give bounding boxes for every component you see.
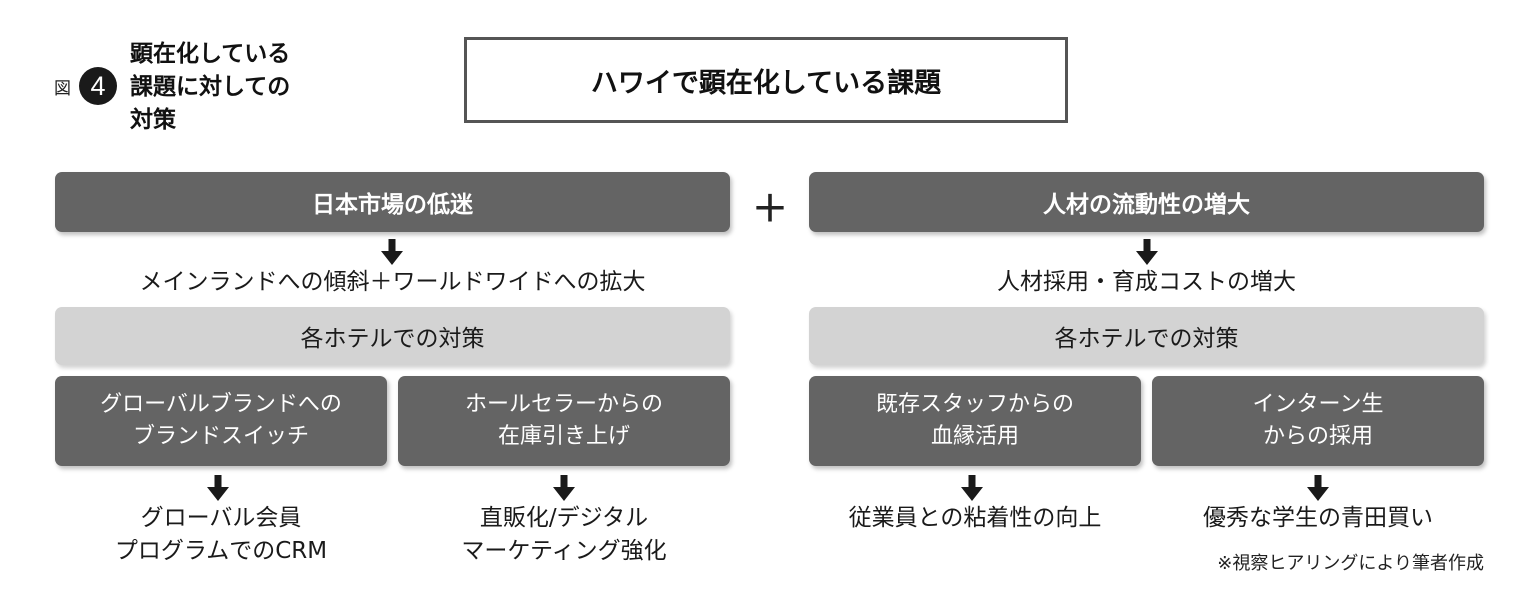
figure-title: 顕在化している 課題に対しての 対策 — [130, 41, 291, 133]
plus-sign: ＋ — [751, 189, 788, 230]
source-note: ※視察ヒアリングにより筆者作成 — [1217, 553, 1484, 574]
right-result-1-text: 従業員との粘着性の向上 — [848, 505, 1102, 531]
down-arrow-icon — [553, 475, 575, 501]
main-title: ハワイで顕在化している課題 — [590, 67, 942, 99]
left-strategy-2-box: ホールセラーからの 在庫引き上げ — [398, 376, 730, 466]
down-arrow-icon — [1307, 475, 1329, 501]
left-effect-text: メインランドへの傾斜＋ワールドワイドへの拡大 — [139, 269, 646, 295]
right-strategy-2-label: インターン生 からの採用 — [1252, 392, 1384, 449]
left-result-1-text: グローバル会員 プログラムでのCRM — [114, 505, 328, 564]
down-arrow-icon — [961, 475, 983, 501]
right-header-box: 人材の流動性の増大 — [809, 172, 1484, 232]
figure-label: 図 — [54, 79, 71, 99]
right-effect-text: 人材採用・育成コストの増大 — [997, 269, 1296, 295]
right-strategy-1-box: 既存スタッフからの 血縁活用 — [809, 376, 1141, 466]
down-arrow-icon — [207, 475, 229, 501]
right-measure-box: 各ホテルでの対策 — [809, 307, 1484, 365]
left-measure-label: 各ホテルでの対策 — [300, 326, 485, 352]
figure-number-badge: 4 — [79, 67, 117, 105]
left-strategy-2-label: ホールセラーからの 在庫引き上げ — [464, 392, 663, 449]
right-measure-label: 各ホテルでの対策 — [1054, 326, 1239, 352]
left-result-2-text: 直販化/デジタル マーケティング強化 — [461, 505, 667, 564]
right-header-label: 人材の流動性の増大 — [1043, 192, 1250, 218]
right-result-2-text: 優秀な学生の青田買い — [1203, 505, 1433, 531]
left-header-label: 日本市場の低迷 — [312, 192, 473, 218]
left-strategy-1-label: グローバルブランドへの ブランドスイッチ — [100, 392, 342, 449]
right-strategy-1-label: 既存スタッフからの 血縁活用 — [875, 392, 1074, 449]
main-title-box: ハワイで顕在化している課題 — [464, 37, 1068, 123]
down-arrow-icon — [381, 239, 403, 265]
down-arrow-icon — [1136, 239, 1158, 265]
left-header-box: 日本市場の低迷 — [55, 172, 730, 232]
left-strategy-1-box: グローバルブランドへの ブランドスイッチ — [55, 376, 387, 466]
left-measure-box: 各ホテルでの対策 — [55, 307, 730, 365]
right-strategy-2-box: インターン生 からの採用 — [1152, 376, 1484, 466]
